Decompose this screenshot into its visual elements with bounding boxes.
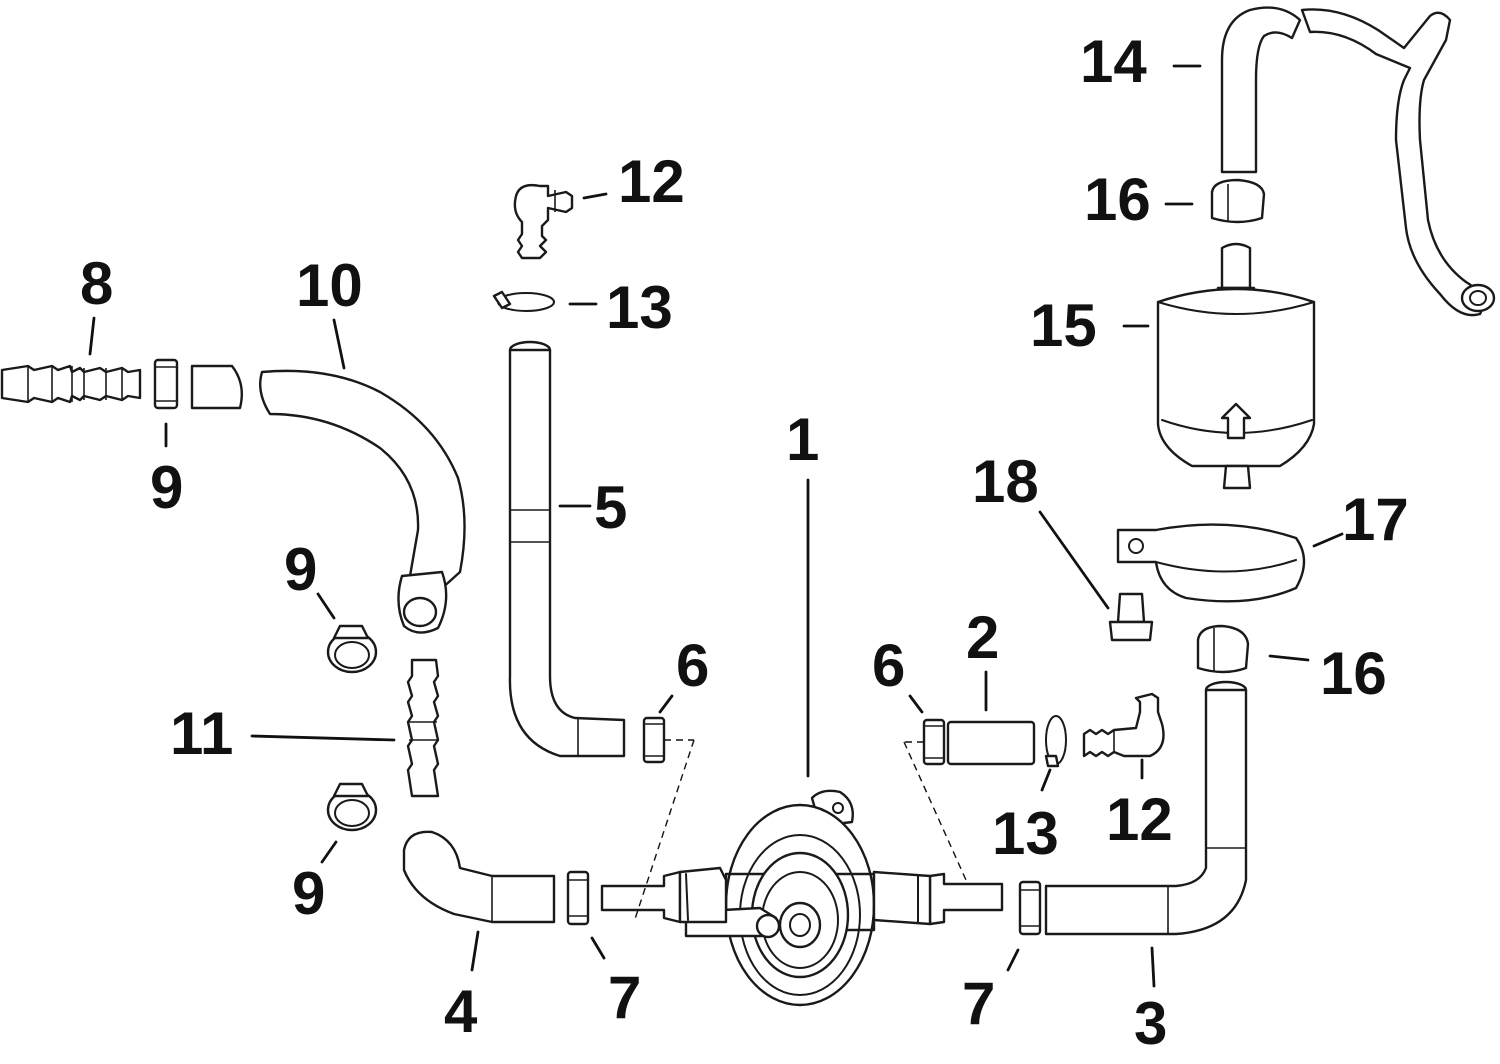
- callout-4: 4: [444, 978, 478, 1045]
- part-7-sleeve-right: [1018, 880, 1042, 936]
- callout-12-bottom: 12: [1106, 786, 1173, 853]
- part-11-straight-connector: [406, 658, 440, 798]
- callout-1: 1: [786, 406, 819, 473]
- part-3-elbow-hose: [1044, 680, 1248, 936]
- callout-9-top: 9: [150, 454, 183, 521]
- part-16-hose-clamp-lower: [1196, 624, 1250, 674]
- part-14-fuel-hose: [1220, 6, 1496, 317]
- callout-14: 14: [1080, 28, 1147, 95]
- callout-9-middle: 9: [284, 536, 317, 603]
- alignment-dashed-lines: [633, 739, 967, 923]
- callout-15: 15: [1030, 292, 1097, 359]
- callout-6-right: 6: [872, 632, 905, 699]
- part-9-hose-clamp-lower: [326, 782, 378, 832]
- part-13-spring-clip-upper: [492, 290, 555, 312]
- callout-10: 10: [296, 252, 363, 319]
- leader-lines: [88, 64, 1344, 988]
- callout-7-left: 7: [608, 964, 641, 1031]
- callout-13-bottom: 13: [992, 800, 1059, 867]
- callout-numbers: 1 2 3 4 5 6 6 7 7 8 9 9 9 10 11 12 12 13…: [80, 28, 1409, 1057]
- part-8-barbed-connector: [0, 364, 142, 404]
- callout-11: 11: [170, 700, 233, 767]
- part-18-bolt: [1108, 592, 1154, 642]
- callout-5: 5: [594, 474, 627, 541]
- part-1-fuel-pump: [600, 789, 1004, 1007]
- callout-13-top: 13: [606, 274, 673, 341]
- part-13-spring-clip-lower: [1044, 715, 1067, 768]
- part-17-filter-bracket: [1116, 523, 1306, 603]
- callout-16-top: 16: [1084, 166, 1151, 233]
- part-5-elbow-hose: [508, 340, 626, 758]
- part-15-fuel-filter: [1156, 242, 1316, 490]
- part-12-elbow-fitting-lower: [1082, 692, 1165, 758]
- part-9-hose-clamp-upper: [326, 624, 378, 674]
- callout-8: 8: [80, 250, 113, 317]
- callout-16-bottom: 16: [1320, 640, 1387, 707]
- part-16-hose-clamp-upper: [1210, 178, 1266, 224]
- callout-9-bottom: 9: [292, 860, 325, 927]
- part-10-curved-hose: [190, 364, 466, 634]
- part-9-sleeve: [153, 358, 179, 410]
- part-7-sleeve-left: [566, 870, 590, 926]
- callout-7-right: 7: [962, 970, 995, 1037]
- callout-6-left: 6: [676, 632, 709, 699]
- callout-2: 2: [966, 604, 999, 671]
- callout-3: 3: [1134, 990, 1167, 1057]
- callout-18: 18: [972, 448, 1039, 515]
- part-6-sleeve-right: [922, 718, 946, 766]
- part-6-sleeve-left: [642, 716, 666, 764]
- part-4-elbow-hose: [402, 830, 556, 924]
- callout-12-top: 12: [618, 148, 685, 215]
- part-2-hose-segment: [946, 720, 1036, 766]
- part-12-elbow-fitting-upper: [513, 183, 574, 260]
- callout-17: 17: [1342, 486, 1409, 553]
